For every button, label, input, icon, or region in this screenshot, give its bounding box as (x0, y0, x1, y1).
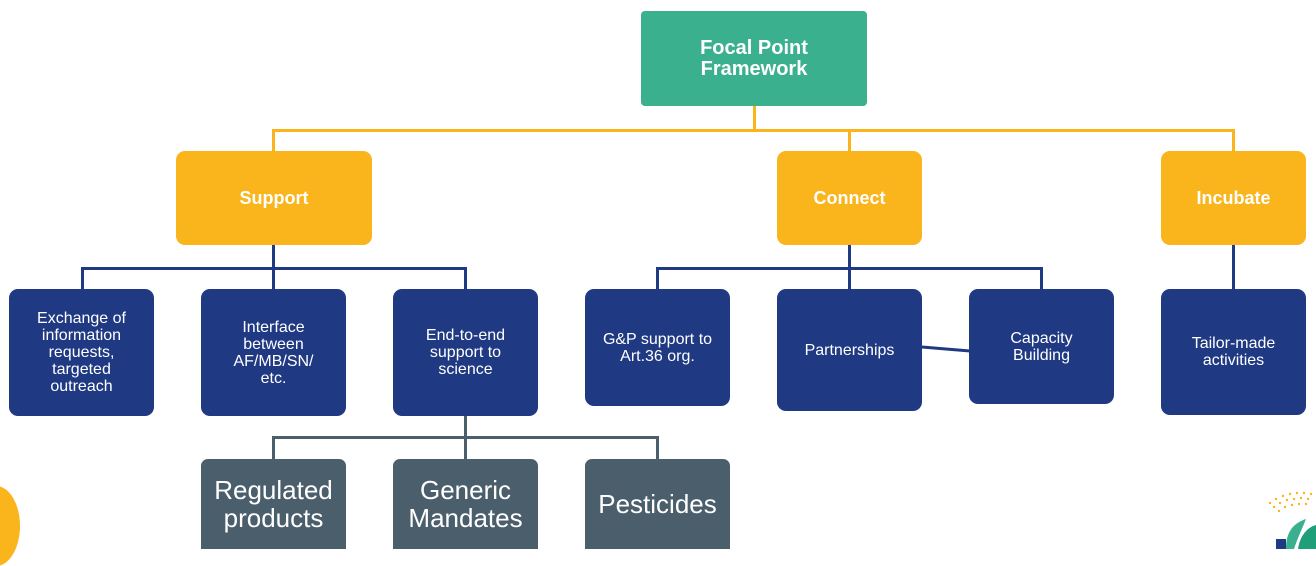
connector-support-drop (272, 129, 275, 151)
connector-science-item-1 (272, 436, 275, 459)
connector-support-item-2 (272, 267, 275, 289)
partnerships-box: Partnerships (777, 289, 922, 411)
connector-incubate-down (1232, 245, 1235, 289)
connector-incubate-drop (1232, 129, 1235, 151)
incubate-box: Incubate (1161, 151, 1306, 245)
gp-support-box: G&P support to Art.36 org. (585, 289, 730, 406)
connector-support-item-3 (464, 267, 467, 289)
regulated-products-box: Regulated products (201, 459, 346, 549)
partnerships-capacity-link (921, 345, 971, 353)
capacity-building-box: Capacity Building (969, 289, 1114, 404)
connector-connect-item-2 (848, 267, 851, 289)
tailor-made-activities-box: Tailor-made activities (1161, 289, 1306, 415)
exchange-information-box: Exchange of information requests, target… (9, 289, 154, 416)
decorative-circle (0, 486, 20, 566)
org-chart: Focal Point Framework Support Connect In… (0, 11, 1316, 566)
connector-support-down (272, 245, 275, 269)
connector-science-down (464, 416, 467, 438)
focal-point-framework-box: Focal Point Framework (641, 11, 867, 106)
connector-connect-item-1 (656, 267, 659, 289)
connect-box: Connect (777, 151, 922, 245)
connector-connect-item-3 (1040, 267, 1043, 289)
connector-science-item-2 (464, 436, 467, 459)
connector-connect-down (848, 245, 851, 269)
generic-mandates-box: Generic Mandates (393, 459, 538, 549)
support-box: Support (176, 151, 372, 245)
logo-icon (1268, 491, 1316, 549)
connector-category-bar (272, 129, 1234, 132)
end-to-end-support-box: End-to-end support to science (393, 289, 538, 416)
interface-between-box: Interface between AF/MB/SN/ etc. (201, 289, 346, 416)
connector-science-item-3 (656, 436, 659, 459)
connector-support-item-1 (81, 267, 84, 289)
pesticides-box: Pesticides (585, 459, 730, 549)
connector-root-down (753, 106, 756, 131)
connector-connect-drop (848, 129, 851, 151)
